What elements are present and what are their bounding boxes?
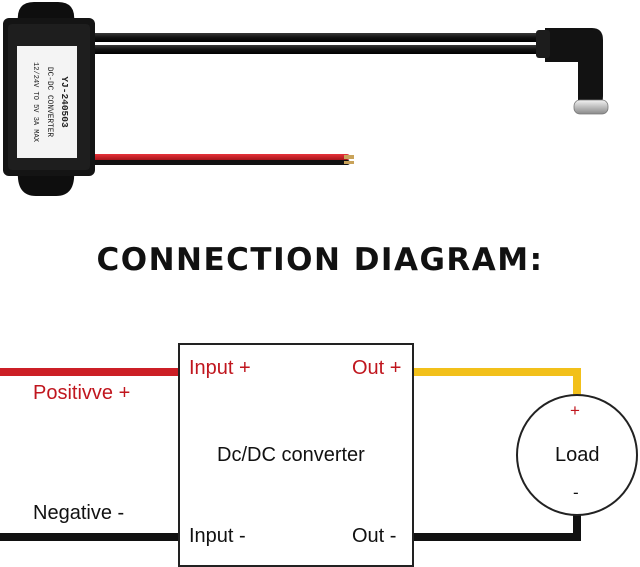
converter-box <box>178 343 414 567</box>
positive-output-wire <box>414 368 581 398</box>
load-circle <box>516 394 638 516</box>
black-cable <box>90 33 550 42</box>
black-cable <box>90 45 550 54</box>
input-plus-label: Input + <box>189 357 251 379</box>
usb-c-plug <box>573 99 609 115</box>
label-line-1: YJ-240503 <box>59 76 70 128</box>
product-photo: YJ-240503 DC-DC CONVERTER 12/24V TO 5V 3… <box>3 2 609 196</box>
positive-label: Positivve + <box>33 382 131 404</box>
diagram-heading: CONNECTION DIAGRAM: <box>96 242 544 278</box>
out-minus-label: Out - <box>352 525 397 547</box>
module-label <box>17 46 77 158</box>
connector-body <box>545 28 603 108</box>
input-minus-label: Input - <box>189 525 246 547</box>
mounting-ear <box>17 170 75 196</box>
load-label: Load <box>555 444 600 466</box>
out-plus-label: Out + <box>352 357 402 379</box>
red-wire <box>80 154 350 160</box>
black-wire <box>80 160 350 165</box>
load-plus-label: + <box>570 401 580 420</box>
label-line-2: DC-DC CONVERTER <box>45 67 53 138</box>
converter-label: Dc/DC converter <box>217 444 365 466</box>
negative-label: Negative - <box>33 502 125 524</box>
negative-output-wire <box>414 512 581 541</box>
mounting-ear <box>17 2 75 22</box>
load-minus-label: - <box>573 483 579 502</box>
label-line-3: 12/24V TO 5V 3A MAX <box>31 62 39 143</box>
